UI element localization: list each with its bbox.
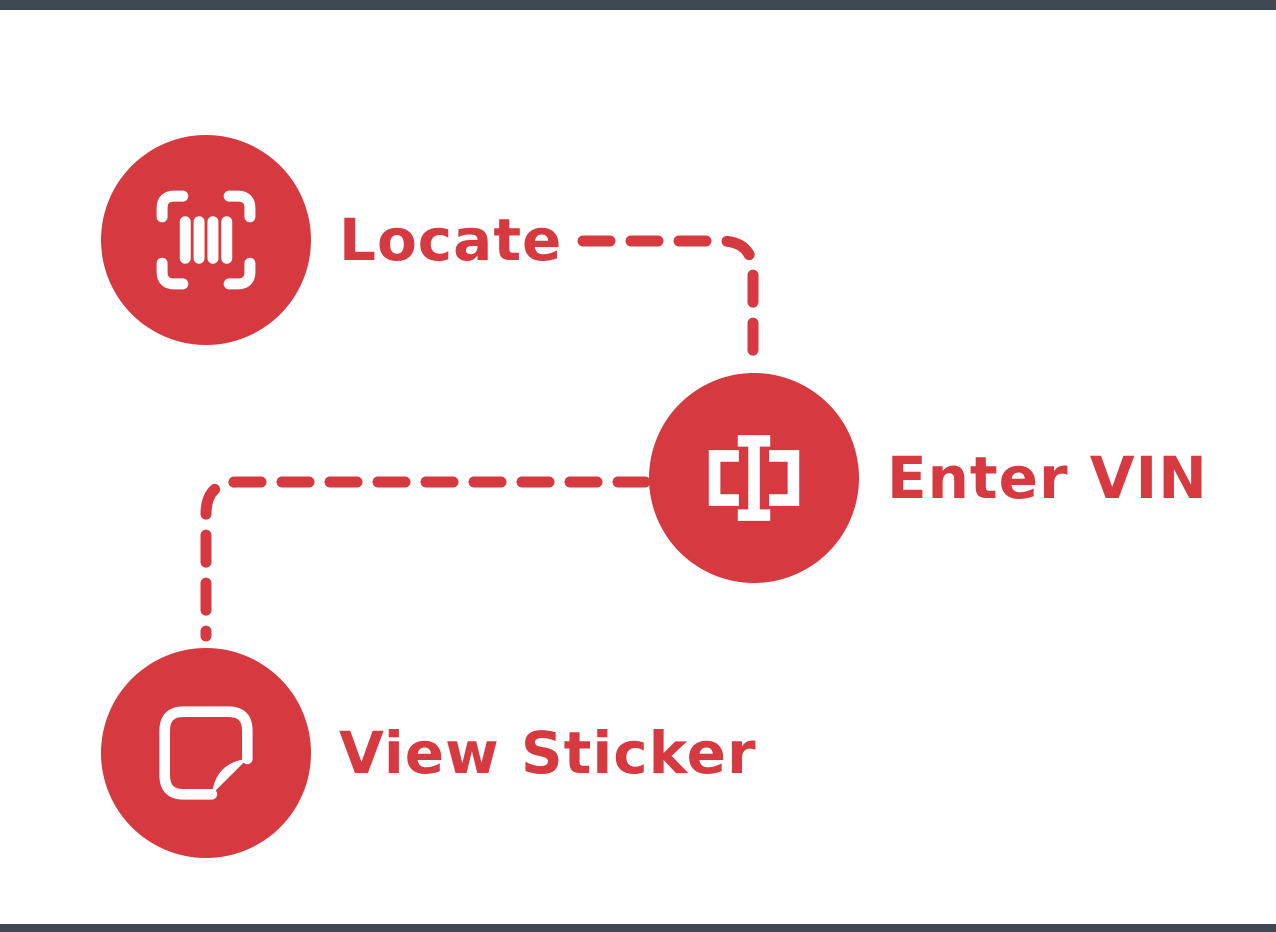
sticker-icon — [101, 648, 311, 858]
step-label-locate: Locate — [339, 206, 563, 274]
step-enter-vin: Enter VIN — [649, 373, 1208, 583]
barcode-scan-icon — [101, 135, 311, 345]
step-view-sticker: View Sticker — [101, 648, 757, 858]
step-label-view-sticker: View Sticker — [339, 719, 757, 787]
window-chrome-bottom — [0, 924, 1276, 932]
step-label-enter-vin: Enter VIN — [887, 444, 1208, 512]
window-chrome-top — [0, 0, 1276, 10]
connector-vin-to-sticker — [200, 476, 651, 642]
vin-bracket-icon — [649, 373, 859, 583]
connector-locate-to-vin — [577, 235, 759, 366]
step-locate: Locate — [101, 135, 562, 345]
